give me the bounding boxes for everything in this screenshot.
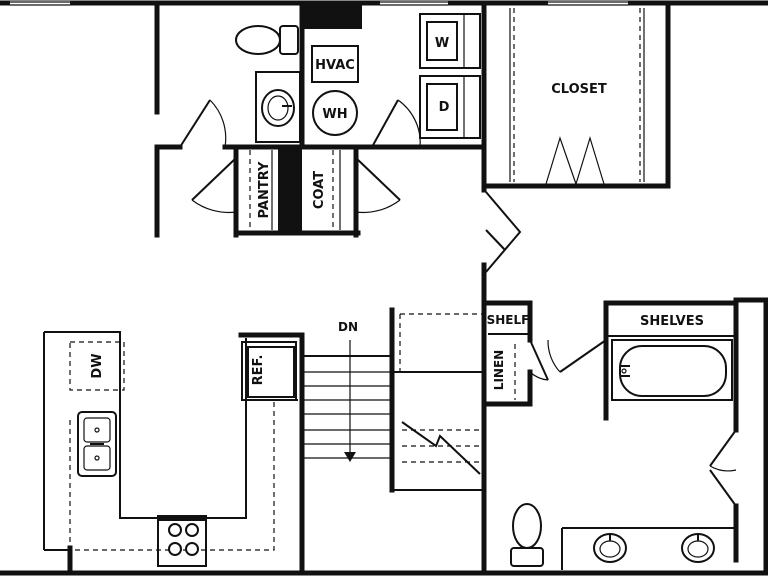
washer-label: W bbox=[435, 36, 449, 51]
sink-upper bbox=[255, 71, 301, 143]
refrigerator: REF. bbox=[241, 341, 297, 401]
dryer: D bbox=[419, 75, 481, 139]
coat-closet: COAT bbox=[312, 150, 341, 230]
refrigerator-label: REF. bbox=[251, 355, 266, 386]
linen-label: LINEN bbox=[492, 350, 506, 390]
stairs: DN bbox=[302, 307, 484, 493]
washer: W bbox=[419, 13, 481, 69]
kitchen-sink bbox=[77, 411, 117, 477]
water-heater-label: WH bbox=[322, 107, 347, 122]
closet-top-right: CLOSET bbox=[509, 8, 645, 185]
shelf-label: SHELF bbox=[487, 313, 530, 327]
bathtub bbox=[611, 339, 733, 401]
hvac-unit: HVAC bbox=[311, 45, 359, 83]
stairs-down-label: DN bbox=[338, 320, 358, 334]
hvac-label: HVAC bbox=[315, 58, 355, 73]
toilet-lower bbox=[510, 503, 544, 567]
pantry: PANTRY bbox=[249, 150, 273, 230]
door-swings-upper bbox=[179, 99, 421, 214]
shelf-linen: SHELF LINEN bbox=[481, 300, 549, 407]
master-bath: SHELVES bbox=[547, 297, 768, 563]
coat-label: COAT bbox=[312, 171, 327, 209]
shelves-label: SHELVES bbox=[640, 314, 704, 329]
water-heater: WH bbox=[312, 90, 358, 136]
range bbox=[157, 515, 207, 567]
toilet-upper bbox=[235, 25, 299, 55]
double-vanity bbox=[561, 527, 736, 570]
pantry-label: PANTRY bbox=[257, 161, 272, 218]
double-door-hall bbox=[485, 191, 522, 273]
dryer-label: D bbox=[439, 100, 450, 115]
dishwasher: DW bbox=[69, 341, 125, 391]
dishwasher-label: DW bbox=[90, 353, 105, 378]
top-windows bbox=[10, 1, 628, 6]
chase-block-between-closets bbox=[278, 148, 302, 234]
chase-block-top bbox=[302, 5, 362, 29]
closet-label: CLOSET bbox=[551, 82, 607, 97]
